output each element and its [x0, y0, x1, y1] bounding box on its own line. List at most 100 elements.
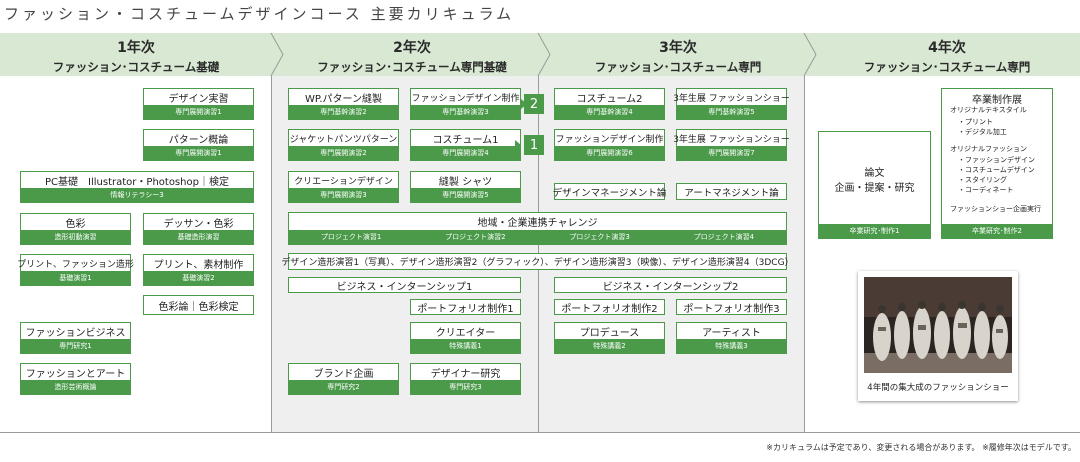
course-tag: 専門展開演習4 [411, 146, 520, 160]
graduation-textile-heading: オリジナルテキスタイル [950, 106, 1027, 114]
graduation-show: ファッションショー企画実行 [950, 205, 1041, 213]
course-name: 地域・企業連携チャレンジ [477, 218, 598, 229]
graduation-fashion-heading: オリジナルファッション [950, 145, 1027, 153]
course-name: コスチューム2 [576, 93, 643, 105]
course-name: デザイナー研究 [430, 368, 501, 380]
course-name: 3年生展 ファッションショー [673, 134, 790, 145]
course-name: 縫製 シャツ [438, 176, 493, 188]
course-tag: 専門研究3 [411, 380, 520, 394]
fashion-show-photo-card: 4年間の集大成のファッションショー [858, 271, 1018, 401]
course-tag: 特殊講義2 [555, 339, 664, 353]
course-portfolio1: ポートフォリオ制作1 [410, 299, 521, 315]
course-tag: 造形芸術概論 [21, 380, 130, 394]
course-portfolio2: ポートフォリオ制作2 [554, 299, 665, 315]
course-name: ファッションデザイン制作 [411, 93, 520, 104]
course-name: コスチューム1 [432, 134, 499, 146]
course-tag: 専門研究2 [289, 380, 398, 394]
course-fashion-art: ファッションとアート 造形芸術概論 [20, 363, 131, 395]
year4-header: 4年次 ファッション･コスチューム専門 [814, 33, 1080, 76]
course-jacket-pants: ジャケットパンツパターン 専門展開演習2 [288, 129, 399, 161]
photo-caption: 4年間の集大成のファッションショー [867, 383, 1009, 393]
ronbun-title: 論文 [864, 168, 885, 179]
course-name: ファッションビジネス [25, 327, 126, 339]
graduation-title: 卒業制作展 [972, 95, 1022, 106]
course-internship2: ビジネス・インターンシップ2 [554, 277, 787, 293]
course-shikisairon: 色彩論｜色彩検定 [143, 295, 254, 315]
course-pattern-gairon: パターン概論 専門展開演習1 [143, 129, 254, 161]
course-tags-row: プロジェクト演習1 プロジェクト演習2 プロジェクト演習3 プロジェクト演習4 [289, 230, 786, 244]
course-name: ファッションデザイン制作 [555, 134, 664, 145]
course-tag: 基礎造形演習 [144, 230, 253, 244]
course-housei-shirt: 縫製 シャツ 専門展開演習5 [410, 171, 521, 203]
course-creator: クリエイター 特殊講義1 [410, 322, 521, 354]
course-design-zokei: デザイン造形演習1（写真）、デザイン造形演習2（グラフィック）、デザイン造形演習… [281, 253, 794, 270]
course-show2: 3年生展 ファッションショー 専門展開演習7 [673, 129, 790, 161]
graduation-item: ・ファッションデザイン [958, 156, 1035, 164]
course-name: アーティスト [702, 327, 761, 339]
course-tag: 専門展開演習5 [411, 188, 520, 202]
graduation-item: ・デジタル加工 [958, 128, 1007, 136]
course-tag: 専門展開演習1 [144, 105, 253, 119]
course-art-management: アートマネジメント論 [676, 183, 787, 200]
column-divider [804, 76, 805, 432]
course-name: デザイン実習 [168, 93, 229, 105]
course-name: デッサン・色彩 [163, 218, 234, 230]
course-name: プリント、素材制作 [153, 259, 244, 271]
course-tag: 専門展開演習2 [289, 146, 398, 160]
course-portfolio3: ポートフォリオ制作3 [676, 299, 787, 315]
course-brand-kikaku: ブランド企画 専門研究2 [288, 363, 399, 395]
course-costume2: コスチューム2 専門基幹演習4 [554, 88, 665, 120]
course-name: プロデュース [579, 327, 640, 339]
year2-desc: ファッション･コスチューム専門基礎 [317, 60, 507, 74]
course-designer-kenkyu: デザイナー研究 専門研究3 [410, 363, 521, 395]
course-fashion-design-seisaku: ファッションデザイン制作 専門基幹演習3 [410, 88, 521, 120]
course-tag: 基礎演習2 [144, 271, 253, 285]
course-name: 3年生展 ファッションショー [673, 93, 790, 104]
course-name: ファッションとアート [25, 368, 126, 380]
course-tag: 専門基幹演習3 [411, 105, 520, 119]
course-tag: 専門研究1 [21, 339, 130, 353]
course-tag: 卒業研究･制作2 [942, 224, 1052, 238]
course-name: クリエイター [435, 327, 496, 339]
project-tag: プロジェクト演習3 [569, 233, 630, 241]
course-tag: 卒業研究･制作1 [819, 224, 930, 238]
course-wp-pattern: WP.パターン縫製 専門基幹演習2 [288, 88, 399, 120]
course-name: 色彩 [65, 218, 86, 230]
graduation-item: ・コーディネート [958, 186, 1014, 194]
course-name: WP.パターン縫製 [304, 93, 383, 105]
year3-desc: ファッション･コスチューム専門 [594, 60, 762, 74]
course-name: PC基礎 Illustrator・Photoshop｜検定 [45, 176, 229, 188]
course-tag: 専門展開演習1 [144, 146, 253, 160]
course-tag: 情報リテラシー3 [21, 188, 253, 202]
year-header-band [0, 32, 1080, 77]
course-name: ブランド企画 [313, 368, 374, 380]
course-internship1: ビジネス・インターンシップ1 [288, 277, 521, 293]
course-graduation-exhibition: 卒業制作展 オリジナルテキスタイル ・プリント ・デジタル加工 オリジナルファッ… [941, 88, 1053, 239]
course-tag: 造形初動演習 [21, 230, 130, 244]
course-fashion-business: ファッションビジネス 専門研究1 [20, 322, 131, 354]
course-dessin: デッサン・色彩 基礎造形演習 [143, 213, 254, 245]
course-tag: 専門基幹演習2 [289, 105, 398, 119]
graduation-item: ・スタイリング [958, 176, 1007, 184]
course-name: プリント、ファッション造形 [17, 259, 134, 270]
year1-label: 1年次 [117, 40, 155, 56]
course-show1: 3年生展 ファッションショー 専門基幹演習5 [673, 88, 790, 120]
year2-header: 2年次 ファッション･コスチューム専門基礎 [282, 33, 542, 76]
year2-label: 2年次 [393, 40, 431, 56]
fashion-show-photo [864, 277, 1012, 373]
course-design-jisshu: デザイン実習 専門展開演習1 [143, 88, 254, 120]
course-ronbun: 論文 企画・提案・研究 卒業研究･制作1 [818, 131, 931, 239]
course-tag: 専門展開演習6 [555, 146, 664, 160]
footnote: ※カリキュラムは予定であり、変更される場合があります。 ※履修年次はモデルです。 [766, 443, 1076, 452]
arrow-pointer [515, 140, 521, 150]
year3-label: 3年次 [659, 40, 697, 56]
year4-label: 4年次 [928, 40, 966, 56]
course-fashion-design: ファッションデザイン制作 専門展開演習6 [554, 129, 665, 161]
graduation-item: ・コスチュームデザイン [958, 166, 1035, 174]
course-tag: 専門基幹演習5 [677, 105, 786, 119]
column-divider [271, 76, 272, 432]
course-name: クリエーションデザイン [294, 176, 393, 187]
project-tag: プロジェクト演習2 [445, 233, 506, 241]
course-design-management: デザインマネージメント論 [553, 183, 666, 200]
ronbun-subtitle: 企画・提案・研究 [834, 183, 915, 194]
